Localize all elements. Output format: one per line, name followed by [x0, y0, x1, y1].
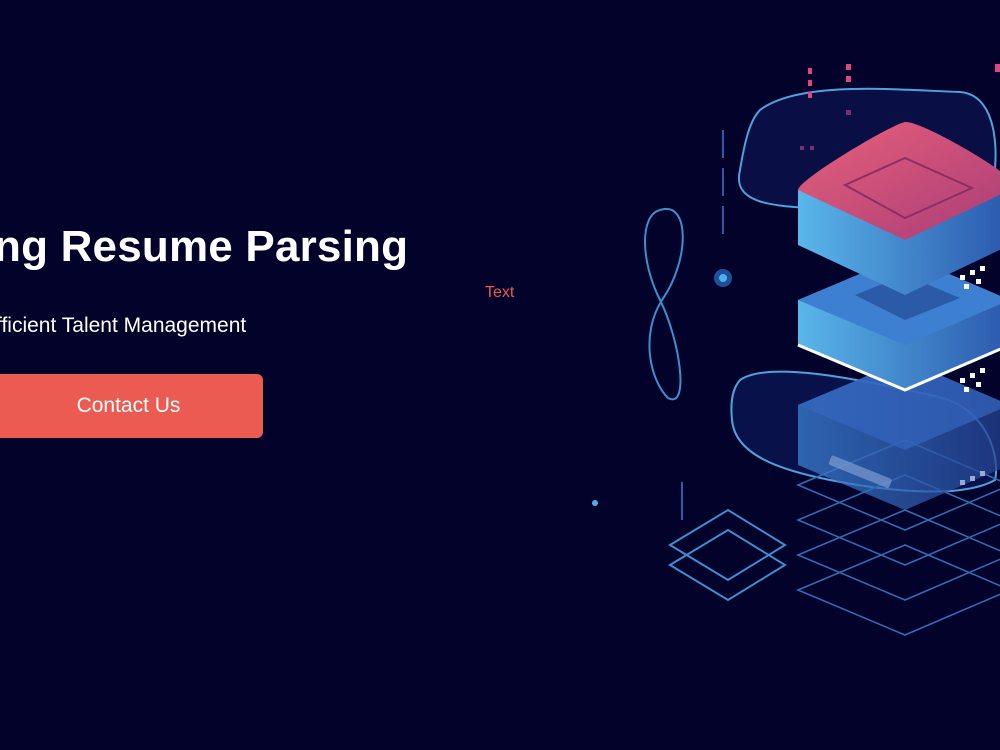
contact-us-button[interactable]: Contact Us — [0, 374, 263, 438]
hero-headline: ng Resume Parsing — [0, 222, 409, 271]
server-stack-illustration-icon — [592, 64, 1000, 636]
placeholder-text: Text — [485, 284, 515, 301]
hero-subheadline: fficient Talent Management — [0, 314, 247, 337]
